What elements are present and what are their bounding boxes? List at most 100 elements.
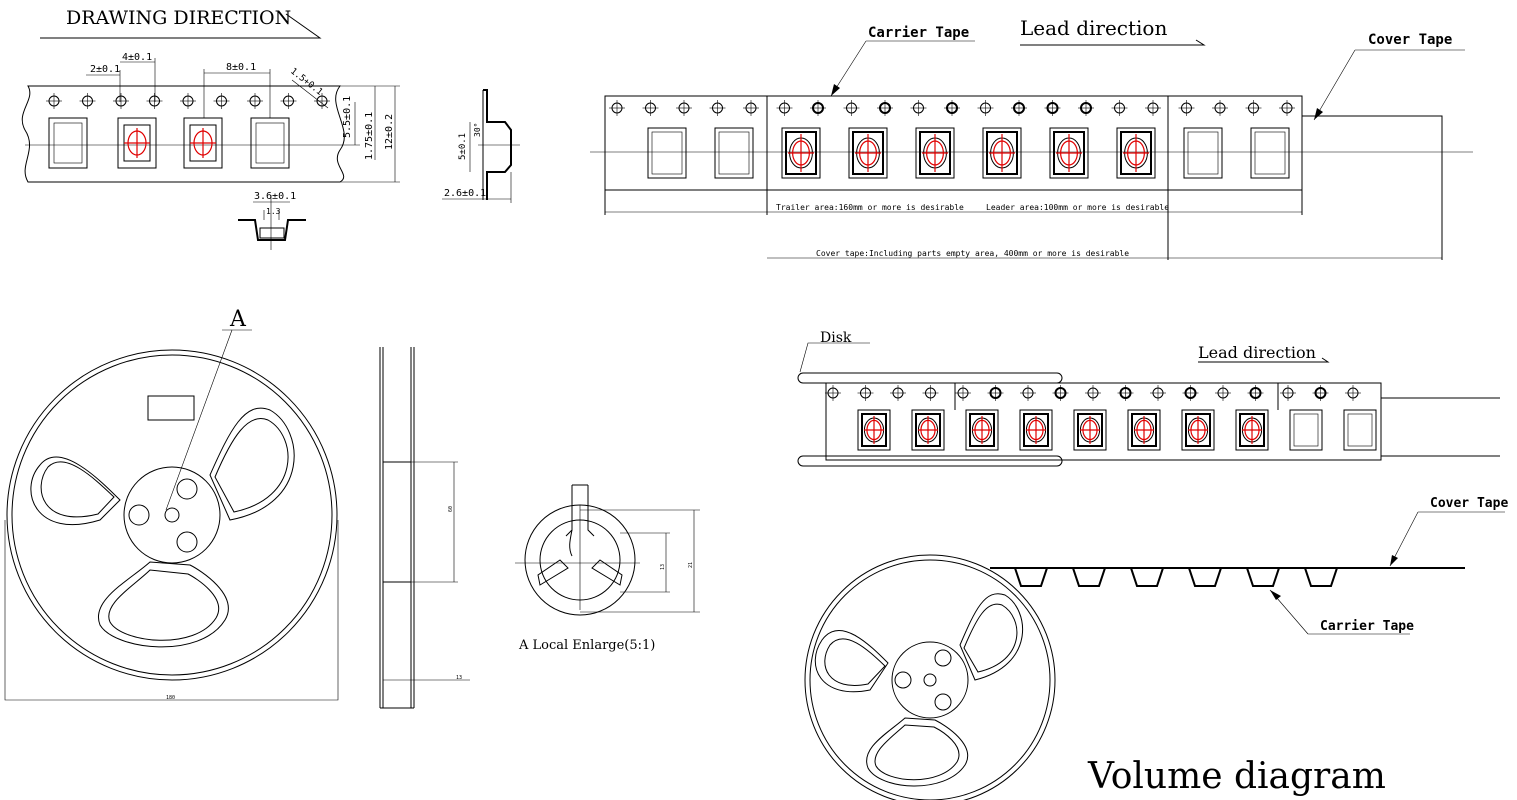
sprocket-hole [1020, 385, 1036, 401]
sprocket-holes [825, 385, 1361, 401]
sprocket-hole [1280, 385, 1296, 401]
sprocket-hole [1215, 385, 1231, 401]
sprocket-hole [213, 93, 230, 109]
tape-side-view: 5±0.1 30° 2.6±0.1 [442, 89, 520, 203]
sprocket-hole [825, 385, 841, 401]
sprocket-hole [922, 385, 939, 401]
sprocket-holes [609, 100, 1295, 116]
pocket-filled [1073, 409, 1107, 451]
hub-enlarge-view: 13 21 A Local Enlarge(5:1) [515, 484, 700, 653]
reel-side-view: 60 13 [379, 347, 470, 709]
sprocket-hole [79, 93, 96, 109]
sprocket-hole [1279, 100, 1295, 116]
dim-hole-to-pocket: 2±0.1 [90, 64, 120, 75]
carrier-tape-label: Carrier Tape [868, 25, 969, 41]
detail-a-label: A [229, 307, 247, 332]
dim-tape-width: 12±0.2 [384, 114, 395, 150]
sprocket-holes [46, 93, 330, 109]
trailer-area-note: Trailer area:160mm or more is desirable [776, 203, 964, 212]
cover-tape-label-2: Cover Tape [1430, 496, 1508, 511]
carrier-pocket [1246, 567, 1280, 587]
sprocket-hole [1044, 100, 1061, 116]
sprocket-hole [676, 100, 692, 116]
cover-tape-label: Cover Tape [1368, 32, 1452, 48]
sprocket-hole [1078, 100, 1094, 116]
sprocket-hole [247, 93, 263, 109]
pocket-empty [714, 127, 754, 179]
pocket-filled [1116, 127, 1156, 179]
sprocket-hole [280, 93, 297, 109]
pocket-empty [1183, 127, 1223, 179]
reel-label-area [147, 395, 195, 421]
sprocket-hole [944, 100, 960, 116]
sprocket-hole [314, 93, 330, 109]
sprocket-hole [1111, 100, 1128, 116]
sprocket-hole [1182, 385, 1199, 401]
sprocket-hole [1178, 100, 1195, 116]
carrier-pockets [1014, 567, 1338, 587]
pocket-filled [982, 127, 1022, 179]
sprocket-hole [146, 93, 163, 109]
dim-reel-width: 13 [456, 675, 462, 681]
sprocket-hole [955, 385, 971, 401]
dim-hole-edge: 1.75±0.1 [364, 112, 375, 160]
dimensions: 2±0.1 4±0.1 8±0.1 1.5+0.1 5.5±0.1 1.75±0… [86, 52, 400, 183]
pocket-filled [848, 127, 888, 179]
carrier-pocket [1188, 567, 1222, 587]
pocket-filled [117, 117, 157, 169]
sprocket-hole [877, 100, 893, 116]
carrier-pocket [1072, 567, 1106, 587]
pocket-filled [915, 127, 955, 179]
sprocket-hole [46, 93, 62, 109]
tape-dimension-view: DRAWING DIRECTION 2 [21, 7, 520, 250]
pockets [48, 117, 290, 169]
sprocket-hole [843, 100, 860, 116]
disk-label: Disk [820, 330, 852, 346]
pocket-filled [183, 117, 223, 169]
carrier-pocket [1130, 567, 1164, 587]
dim-hole-pitch: 4±0.1 [122, 52, 152, 63]
sprocket-hole [1245, 100, 1262, 116]
dim-side-depth: 2.6±0.1 [444, 188, 486, 199]
dim-reel-diameter: 180 [166, 695, 175, 701]
pocket-filled [911, 409, 945, 451]
sprocket-hole [1212, 100, 1228, 116]
leader-area-note: Leader area:100mm or more is desirable [986, 203, 1169, 212]
pocket-empty [647, 127, 687, 179]
sprocket-hole [642, 100, 659, 116]
enlarge-caption: A Local Enlarge(5:1) [518, 638, 655, 653]
sprocket-hole [709, 100, 726, 116]
dim-enlarge-inner: 13 [660, 564, 666, 570]
pocket-filled [1127, 409, 1161, 451]
pocket-filled [1235, 409, 1269, 451]
sprocket-hole [180, 93, 196, 109]
dim-enlarge-outer: 21 [688, 562, 694, 568]
pockets [857, 409, 1377, 451]
sprocket-hole [1247, 385, 1264, 401]
carrier-tape-strip [604, 95, 1303, 191]
carrier-pocket [1304, 567, 1338, 587]
pocket-filled [1049, 127, 1089, 179]
wound-carrier-tape [825, 382, 1382, 461]
cover-tape-note: Cover tape:Including parts empty area, 4… [816, 249, 1129, 258]
sprocket-hole [1145, 100, 1161, 116]
reel-front-view: A 180 [4, 307, 339, 701]
sprocket-hole [1117, 385, 1134, 401]
lead-direction-label: Lead direction [1020, 16, 1167, 40]
pocket-empty [48, 117, 88, 169]
dim-pocket-center: 5.5±0.1 [342, 96, 353, 138]
pocket-filled [857, 409, 891, 451]
dim-side-width: 5±0.1 [458, 133, 468, 160]
sprocket-hole [987, 385, 1004, 401]
leader-trailer-view: Carrier Tape Lead direction Cover Tape T… [590, 16, 1473, 260]
carrier-pocket [1014, 567, 1048, 587]
disk-tape-view: Disk Lead direction [797, 330, 1500, 467]
sprocket-hole [776, 100, 793, 116]
drawing-direction-title: DRAWING DIRECTION [66, 7, 291, 29]
pocket-empty [1289, 409, 1323, 451]
sprocket-hole [1011, 100, 1027, 116]
pocket-empty [1250, 127, 1290, 179]
pocket-empty [250, 117, 290, 169]
pocket-filled [781, 127, 821, 179]
